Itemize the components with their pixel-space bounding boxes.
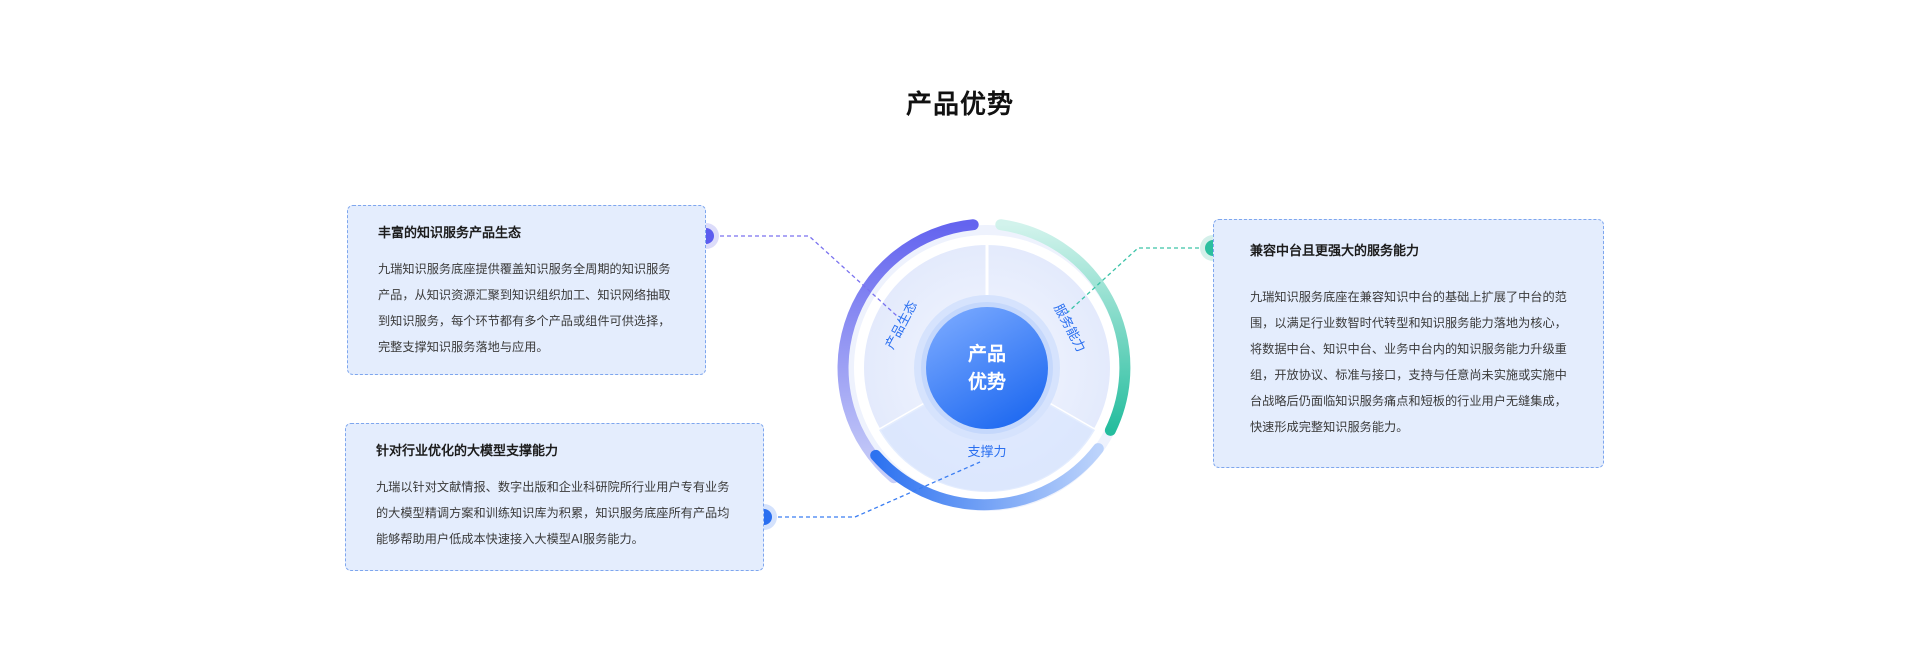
card-model: 针对行业优化的大模型支撑能力 九瑞以针对文献情报、数字出版和企业科研院所行业用户… — [345, 423, 764, 571]
segment-label-ecosystem: 产品生态 — [883, 299, 921, 352]
hub-halo — [914, 295, 1060, 441]
sector-dividers — [878, 243, 1096, 432]
hub-circle — [926, 307, 1048, 429]
card-model-title: 针对行业优化的大模型支撑能力 — [376, 444, 559, 459]
card-ecosystem: 丰富的知识服务产品生态 九瑞知识服务底座提供覆盖知识服务全周期的知识服务产品，从… — [347, 205, 706, 375]
segment-label-service: 服务能力 — [1050, 301, 1089, 354]
segment-label-support: 支撑力 — [967, 445, 1006, 460]
card-model-body: 九瑞以针对文献情报、数字出版和企业科研院所行业用户专有业务的大模型精调方案和训练… — [376, 480, 730, 546]
connector-support — [764, 461, 981, 518]
sector-support — [879, 368, 1095, 493]
arc-support — [870, 443, 1104, 511]
card-ecosystem-title: 丰富的知识服务产品生态 — [378, 226, 522, 241]
page-title: 产品优势 — [905, 90, 1014, 120]
connector-service — [1067, 247, 1213, 313]
wheel-outer-ring — [844, 225, 1130, 511]
connector-ecosystem — [706, 235, 898, 317]
hub-label-line2: 优势 — [968, 370, 1006, 393]
hub-label-line1: 产品 — [968, 342, 1006, 365]
card-platform-title: 兼容中台且更强大的服务能力 — [1250, 244, 1420, 259]
card-platform: 兼容中台且更强大的服务能力 九瑞知识服务底座在兼容知识中台的基础上扩展了中台的范… — [1213, 219, 1604, 468]
wheel-disc — [860, 241, 1114, 495]
card-ecosystem-body: 九瑞知识服务底座提供覆盖知识服务全周期的知识服务产品，从知识资源汇聚到知识组织加… — [378, 262, 671, 354]
arc-service — [995, 219, 1131, 436]
hub-halo-inner — [921, 302, 1053, 434]
card-platform-body: 九瑞知识服务底座在兼容知识中台的基础上扩展了中台的范围，以满足行业数智时代转型和… — [1250, 290, 1567, 434]
arc-ecosystem — [837, 219, 979, 484]
